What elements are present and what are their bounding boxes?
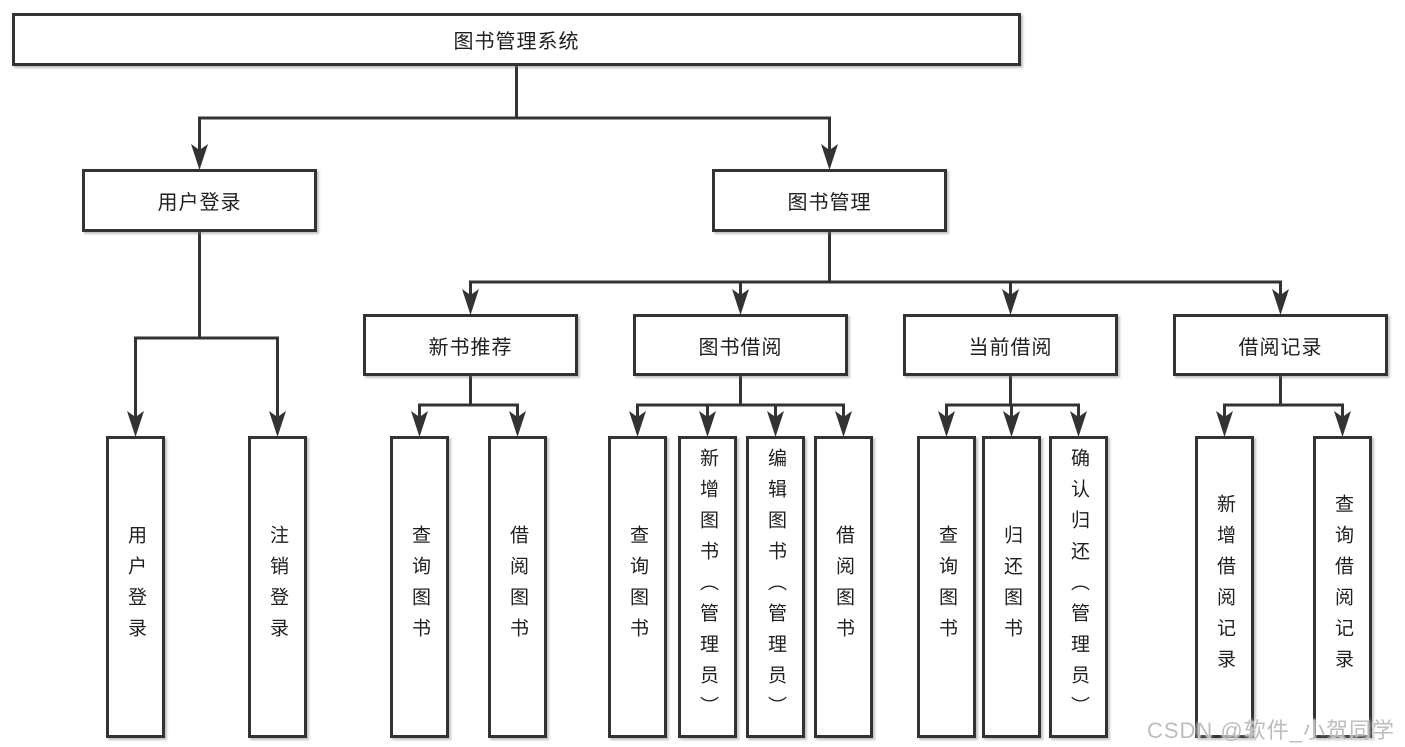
arrowhead-icon <box>835 411 852 437</box>
diagram-node-addRecord: 新增借阅记录 <box>1195 436 1254 738</box>
diagram-node-label: 当前借阅 <box>968 336 1053 359</box>
diagram-node-label: 查询图书 <box>627 525 648 649</box>
arrowhead-icon <box>1216 411 1233 437</box>
diagram-node-borrowBook1: 借阅图书 <box>488 436 547 738</box>
arrowhead-icon <box>127 411 144 437</box>
arrowhead-icon <box>767 411 784 437</box>
diagram-node-label: 用户登录 <box>125 525 146 649</box>
diagram-node-label: 注销登录 <box>267 525 288 649</box>
arrowhead-icon <box>699 411 716 437</box>
diagram-node-queryBook1: 查询图书 <box>390 436 449 738</box>
arrowhead-icon <box>411 411 428 437</box>
diagram-node-label: 新增图书（管理员） <box>697 447 718 727</box>
diagram-node-userLogin: 用户登录 <box>106 436 165 738</box>
arrowhead-icon <box>629 411 646 437</box>
diagram-node-label: 新增借阅记录 <box>1214 494 1235 680</box>
diagram-node-label: 图书管理系统 <box>453 31 580 53</box>
diagram-node-login: 用户登录 <box>82 169 317 232</box>
diagram-node-addBook: 新增图书（管理员） <box>678 436 737 738</box>
arrowhead-icon <box>1002 289 1019 315</box>
arrowhead-icon <box>1003 411 1020 437</box>
diagram-node-label: 借阅图书 <box>833 525 854 649</box>
arrowhead-icon <box>821 144 838 170</box>
diagram-node-label: 编辑图书（管理员） <box>765 447 786 727</box>
arrowhead-icon <box>1272 289 1289 315</box>
watermark: CSDN @软件_小贺同学 <box>1146 718 1395 743</box>
arrowhead-icon <box>732 289 749 315</box>
diagram-node-label: 借阅记录 <box>1238 336 1323 359</box>
diagram-node-current: 当前借阅 <box>903 314 1118 376</box>
diagram-node-records: 借阅记录 <box>1173 314 1388 376</box>
diagram-node-confirmReturn: 确认归还（管理员） <box>1049 436 1108 738</box>
diagram-node-root: 图书管理系统 <box>12 13 1021 66</box>
diagram-node-editBook: 编辑图书（管理员） <box>746 436 805 738</box>
diagram-node-borrow: 图书借阅 <box>633 314 848 376</box>
diagram-node-label: 查询借阅记录 <box>1332 494 1353 680</box>
diagram-node-label: 新书推荐 <box>428 336 513 359</box>
diagram-node-newbook: 新书推荐 <box>363 314 578 376</box>
diagram-node-label: 图书管理 <box>787 192 872 214</box>
diagram-node-returnBook: 归还图书 <box>982 436 1041 738</box>
diagram-node-queryRecord: 查询借阅记录 <box>1313 436 1372 738</box>
arrowhead-icon <box>1334 411 1351 437</box>
diagram-node-logout: 注销登录 <box>248 436 307 738</box>
diagram-node-label: 用户登录 <box>157 192 242 214</box>
arrowhead-icon <box>938 411 955 437</box>
arrowhead-icon <box>462 289 479 315</box>
arrowhead-icon <box>1070 411 1087 437</box>
diagram-node-mgmt: 图书管理 <box>712 169 947 232</box>
arrowhead-icon <box>509 411 526 437</box>
diagram-node-label: 借阅图书 <box>507 525 528 649</box>
diagram-node-label: 查询图书 <box>409 525 430 649</box>
diagram-node-label: 归还图书 <box>1001 525 1022 649</box>
diagram-node-label: 确认归还（管理员） <box>1068 447 1089 727</box>
diagram-node-label: 查询图书 <box>936 525 957 649</box>
diagram-node-queryBook3: 查询图书 <box>917 436 976 738</box>
diagram-node-queryBook2: 查询图书 <box>608 436 667 738</box>
diagram-node-borrowBook2: 借阅图书 <box>814 436 873 738</box>
arrowhead-icon <box>269 411 286 437</box>
arrowhead-icon <box>191 144 208 170</box>
diagram-node-label: 图书借阅 <box>698 336 783 359</box>
